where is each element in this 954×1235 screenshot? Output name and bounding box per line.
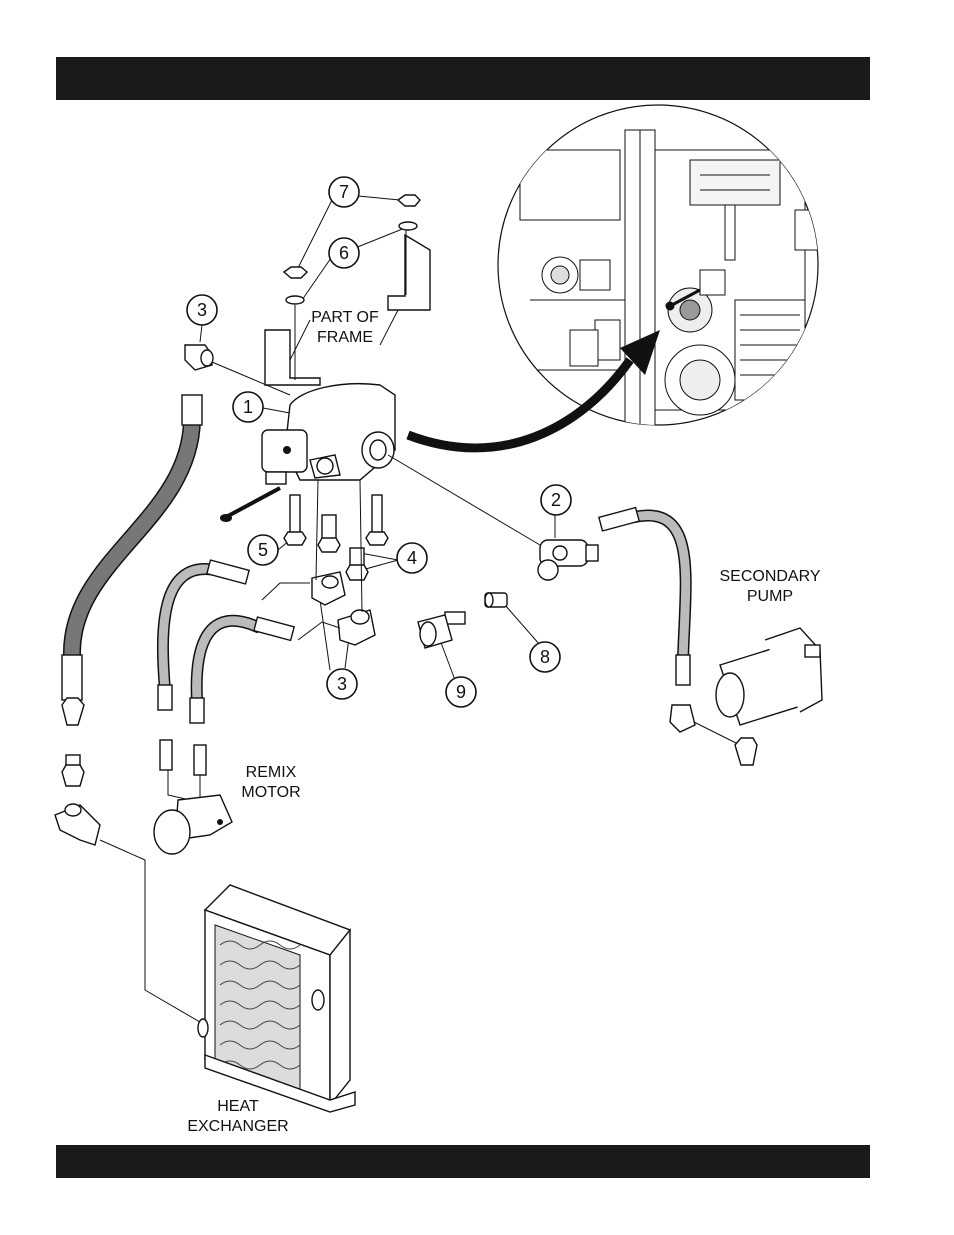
callout-7: 7 — [329, 177, 359, 207]
tee-fitting — [538, 540, 598, 580]
callout-4: 4 — [397, 543, 427, 573]
svg-text:3: 3 — [197, 300, 207, 320]
callout-5: 5 — [248, 535, 278, 565]
svg-text:2: 2 — [551, 490, 561, 510]
label-secondary-pump-line1: SECONDARY — [719, 568, 820, 585]
callout-2: 2 — [541, 485, 571, 515]
svg-text:1: 1 — [243, 397, 253, 417]
callout-1: 1 — [233, 392, 263, 422]
svg-text:5: 5 — [258, 540, 268, 560]
label-heat-exchanger-line1: HEAT — [217, 1098, 259, 1115]
label-remix-motor-line2: MOTOR — [241, 784, 300, 801]
svg-text:3: 3 — [337, 674, 347, 694]
remix-motor — [154, 795, 232, 854]
callout-8: 8 — [530, 642, 560, 672]
heat-exchanger — [198, 885, 355, 1112]
label-part-of-frame-line2: FRAME — [317, 329, 373, 346]
svg-text:6: 6 — [339, 243, 349, 263]
callout-9: 9 — [446, 677, 476, 707]
detail-inset — [498, 105, 825, 430]
callout-3-bottom: 3 — [327, 669, 357, 699]
svg-text:7: 7 — [339, 182, 349, 202]
label-remix-motor-line1: REMIX — [246, 764, 297, 781]
svg-text:9: 9 — [456, 682, 466, 702]
callout-3-top: 3 — [187, 295, 217, 325]
check-valve-parts — [418, 593, 507, 648]
label-secondary-pump-line2: PUMP — [747, 588, 793, 605]
label-part-of-frame-line1: PART OF — [311, 309, 379, 326]
svg-text:4: 4 — [407, 548, 417, 568]
secondary-pump — [716, 628, 822, 725]
callout-6: 6 — [329, 238, 359, 268]
svg-text:8: 8 — [540, 647, 550, 667]
label-heat-exchanger-line2: EXCHANGER — [187, 1118, 288, 1135]
